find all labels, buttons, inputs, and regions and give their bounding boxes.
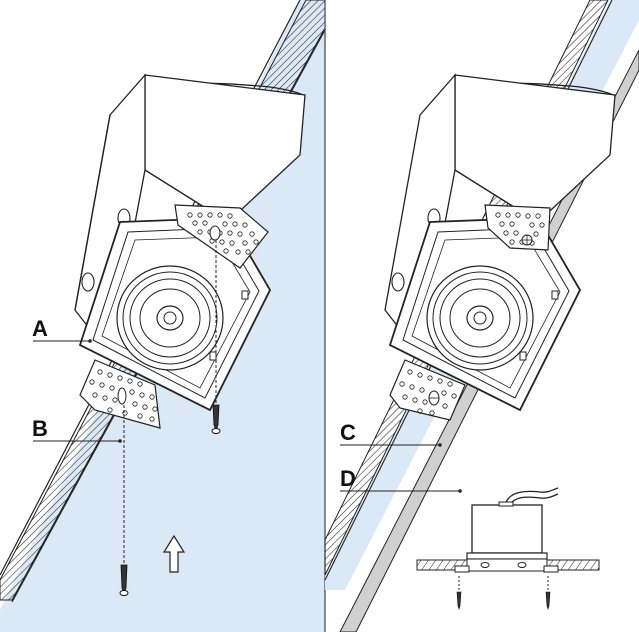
downlight-housing-right bbox=[384, 73, 616, 412]
label-a: A bbox=[32, 316, 48, 341]
label-d: D bbox=[340, 466, 356, 491]
label-c: C bbox=[340, 420, 356, 445]
cross-section-detail bbox=[416, 487, 600, 610]
downlight-housing-left bbox=[74, 73, 306, 412]
right-panel: C D bbox=[324, 0, 639, 632]
spring-clip-bottom-left bbox=[79, 359, 161, 429]
spring-clip-top-left bbox=[174, 204, 269, 269]
up-arrow-icon bbox=[162, 534, 186, 573]
spring-clip-bottom-right bbox=[389, 359, 466, 421]
spring-clip-top-right bbox=[484, 204, 551, 251]
screw-icon bbox=[119, 404, 221, 596]
left-panel: A B bbox=[0, 0, 326, 632]
label-b: B bbox=[32, 416, 48, 441]
